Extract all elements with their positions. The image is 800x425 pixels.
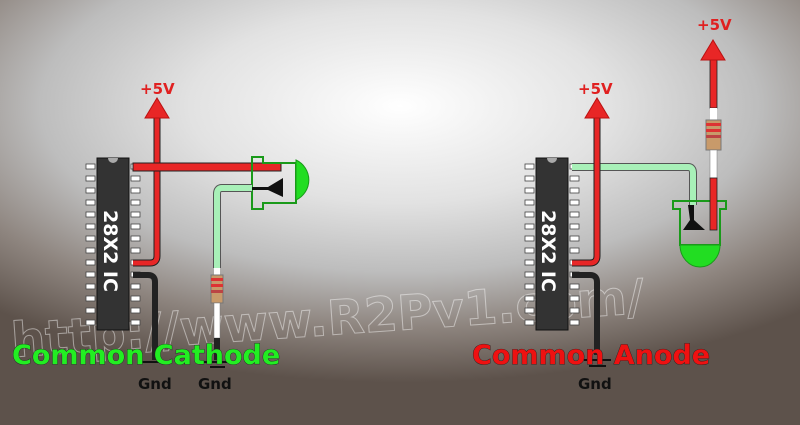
ic-pin (130, 319, 141, 326)
supply-arrow-icon (700, 39, 726, 61)
ic-notch (108, 158, 118, 163)
ic-pin (524, 295, 535, 302)
ic-pin (569, 223, 580, 230)
ic-pin (569, 187, 580, 194)
ic-pin (85, 271, 96, 278)
ic-pin (130, 223, 141, 230)
ground-label: Gnd (578, 375, 612, 393)
ic-pin (85, 187, 96, 194)
ic-pin (85, 163, 96, 170)
ic-pin (85, 223, 96, 230)
ground-label: Gnd (138, 375, 172, 393)
ic-pin (524, 307, 535, 314)
supply-label: +5V (697, 16, 732, 34)
ic-chip (524, 157, 580, 331)
ic-pin (524, 271, 535, 278)
ic-pin (524, 187, 535, 194)
ic-notch (547, 158, 557, 163)
ic-pin (130, 307, 141, 314)
ic-pin (85, 175, 96, 182)
common-cathode-circuit: 28X2 IC +5V Gnd Gnd Common Cathode (12, 80, 310, 393)
circuit-title: Common Anode (472, 340, 710, 371)
ic-pin (524, 223, 535, 230)
ic-pin (524, 283, 535, 290)
ic-pin (524, 247, 535, 254)
ic-label: 28X2 IC (99, 210, 121, 292)
ic-pin (85, 307, 96, 314)
supply-wire (133, 118, 160, 266)
ic-pin (85, 319, 96, 326)
ic-pin (130, 283, 141, 290)
ic-pin (569, 247, 580, 254)
ic-pin (85, 295, 96, 302)
cathode-wire (214, 185, 252, 268)
ic-pin (130, 175, 141, 182)
ic-pin (85, 259, 96, 266)
ic-pin (524, 199, 535, 206)
ic-pin (130, 187, 141, 194)
supply-label: +5V (578, 80, 613, 98)
supply-arrow-icon (584, 97, 610, 119)
ic-body (96, 157, 130, 331)
circuit-title: Common Cathode (12, 340, 280, 371)
ic-pin (130, 295, 141, 302)
ic-pin (524, 211, 535, 218)
common-anode-circuit: 28X2 IC +5V Gnd +5V Common Anode (472, 16, 732, 393)
ground-wire (572, 272, 600, 355)
ic-pin (569, 175, 580, 182)
ic-pin (85, 283, 96, 290)
ic-chip (85, 157, 141, 331)
ic-pin (569, 199, 580, 206)
ic-pin (85, 199, 96, 206)
ic-pin (85, 247, 96, 254)
ic-pin (524, 259, 535, 266)
ground-label: Gnd (198, 375, 232, 393)
ic-pin (524, 235, 535, 242)
ic-pin (569, 235, 580, 242)
ic-pin (569, 295, 580, 302)
ic-pin (85, 235, 96, 242)
cathode-wire (572, 164, 696, 205)
ic-pin (524, 163, 535, 170)
supply-label: +5V (140, 80, 175, 98)
ic-pin (130, 211, 141, 218)
anode-wire (709, 177, 718, 231)
anode-wire (132, 162, 282, 172)
ic-pin (130, 235, 141, 242)
ic-label: 28X2 IC (537, 210, 559, 292)
ic-pin (569, 211, 580, 218)
led (672, 200, 727, 268)
ic-pin (85, 211, 96, 218)
ic-pin (524, 319, 535, 326)
ic-pin (569, 283, 580, 290)
ic-pin (524, 175, 535, 182)
ic-pin (569, 307, 580, 314)
ic-pin (130, 247, 141, 254)
led (251, 156, 310, 210)
supply-arrow-icon (144, 97, 170, 119)
ground-wire (133, 272, 158, 360)
ic-pin (130, 199, 141, 206)
supply-wire (572, 118, 600, 266)
ic-pin (569, 319, 580, 326)
